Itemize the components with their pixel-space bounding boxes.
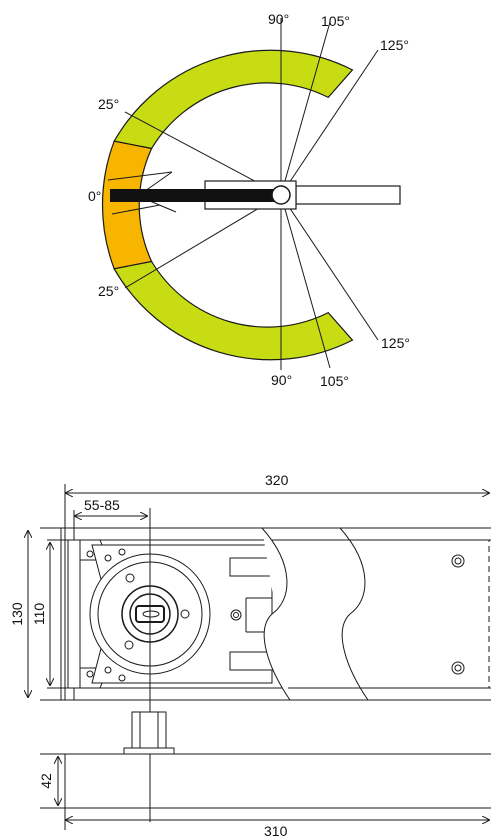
label-bottom-105: 105° bbox=[320, 373, 349, 389]
closed-door-bar bbox=[110, 189, 278, 202]
label-bottom-90: 90° bbox=[271, 372, 292, 388]
dimension-drawing bbox=[28, 484, 491, 830]
dim-inner-width: 110 bbox=[31, 603, 47, 626]
label-left-25-top: 25° bbox=[98, 96, 119, 112]
dim-overall-length: 320 bbox=[265, 472, 289, 488]
label-bottom-125: 125° bbox=[381, 335, 410, 351]
label-zero: 0° bbox=[88, 188, 101, 204]
open-door-arm bbox=[295, 185, 401, 205]
green-zone-top bbox=[113, 49, 354, 150]
orange-zone bbox=[101, 140, 153, 270]
dim-height: 42 bbox=[38, 773, 54, 789]
label-top-105: 105° bbox=[321, 13, 350, 29]
label-left-25-bottom: 25° bbox=[98, 283, 119, 299]
dim-base-length: 310 bbox=[264, 823, 288, 839]
pivot-point bbox=[271, 185, 291, 205]
label-top-125: 125° bbox=[380, 37, 409, 53]
green-zone-bottom bbox=[113, 260, 354, 361]
label-top-90: 90° bbox=[268, 11, 289, 27]
opening-angle-diagram: 90° 105° 125° 25° 0° 25° 125° 90° 105° bbox=[88, 11, 410, 389]
dim-outer-width: 130 bbox=[9, 602, 25, 626]
dim-spindle-offset: 55-85 bbox=[84, 497, 120, 513]
